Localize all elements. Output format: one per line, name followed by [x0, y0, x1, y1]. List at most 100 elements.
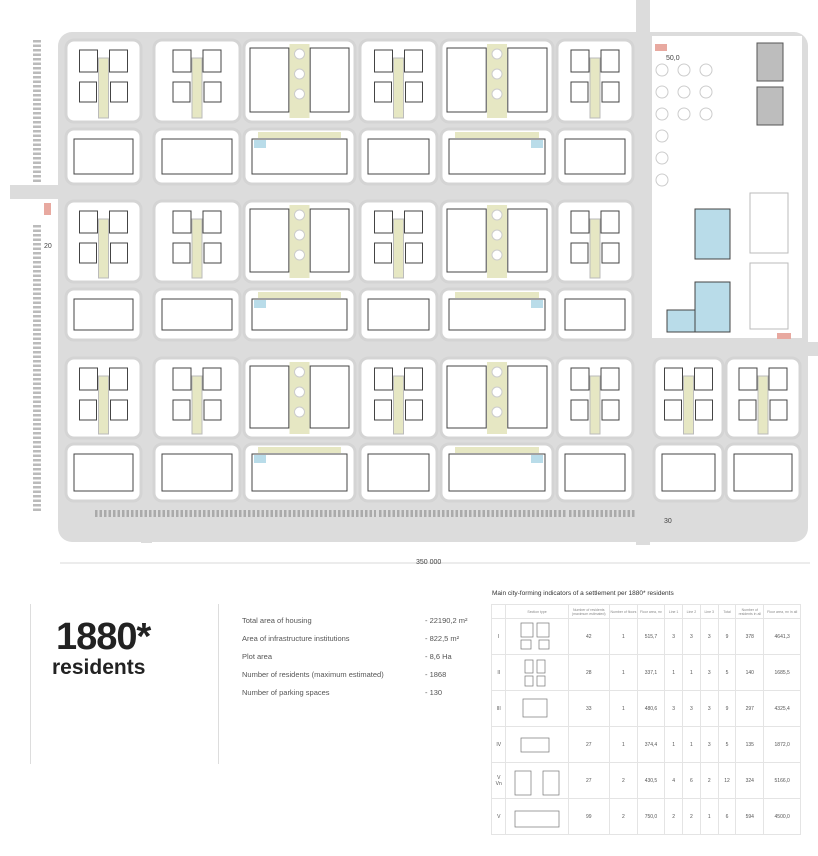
- tree: [294, 366, 305, 378]
- housing-block: [242, 442, 357, 503]
- parking-space: [545, 510, 548, 517]
- parking-space: [33, 80, 41, 83]
- residential-building: [110, 399, 128, 421]
- parking-space: [33, 121, 41, 124]
- tree: [655, 63, 669, 77]
- parking-space: [33, 58, 41, 61]
- parking-space: [158, 510, 161, 517]
- residential-building: [374, 210, 393, 234]
- cell-total: 9: [717, 690, 737, 727]
- parking-space: [33, 170, 41, 173]
- parking-space: [33, 454, 41, 457]
- parking-space: [113, 510, 116, 517]
- parking-space: [33, 71, 41, 74]
- parking-space: [33, 324, 41, 327]
- cell-area_all: 4325,4: [763, 690, 801, 727]
- parking-space: [383, 510, 386, 517]
- tree: [491, 366, 503, 378]
- residential-building: [367, 138, 430, 175]
- parking-space: [33, 234, 41, 237]
- school-building: [694, 208, 731, 260]
- parking-space: [104, 510, 107, 517]
- green-courtyard: [487, 362, 507, 434]
- parking-space: [33, 225, 41, 228]
- parking-space: [397, 510, 400, 517]
- housing-block: [152, 127, 242, 186]
- playground: [254, 300, 266, 308]
- tree: [491, 48, 503, 60]
- cell-res_all: 135: [735, 726, 765, 763]
- parking-space: [33, 40, 41, 43]
- parking-space: [176, 510, 179, 517]
- parking-space: [500, 510, 503, 517]
- residential-building: [600, 49, 620, 73]
- residential-building: [446, 365, 487, 429]
- table-title: Main city-forming indicators of a settle…: [492, 590, 674, 597]
- parking-space: [270, 510, 273, 517]
- parking-space: [261, 510, 264, 517]
- parking-space: [33, 468, 41, 471]
- parking-marker: [655, 44, 667, 51]
- cell-l1: 2: [663, 798, 684, 835]
- parking-space: [33, 499, 41, 502]
- parking-space: [33, 62, 41, 65]
- parking-space: [33, 76, 41, 79]
- parking-space: [95, 510, 98, 517]
- parking-space: [33, 256, 41, 259]
- sports-field: [749, 262, 789, 330]
- green-courtyard: [487, 205, 507, 278]
- residential-building: [203, 399, 222, 421]
- garage: [756, 42, 784, 82]
- housing-block: [439, 442, 555, 503]
- cell-area_all: 1872,0: [763, 726, 801, 763]
- parking-space: [140, 510, 143, 517]
- housing-block: [555, 287, 635, 342]
- parking-space: [464, 510, 467, 517]
- tree: [491, 386, 503, 398]
- parking-space: [33, 112, 41, 115]
- section-type-thumbnail: [505, 618, 569, 655]
- parking-space: [33, 400, 41, 403]
- parking-space: [153, 510, 156, 517]
- parking-space: [185, 510, 188, 517]
- green-courtyard: [289, 205, 310, 278]
- cell-floors: 2: [608, 798, 638, 835]
- parking-space: [33, 157, 41, 160]
- residential-building: [405, 81, 423, 103]
- parking-space: [33, 98, 41, 101]
- parking-space: [33, 351, 41, 354]
- parking-space: [33, 378, 41, 381]
- housing-block: [358, 287, 439, 342]
- parking-space: [437, 510, 440, 517]
- residential-building: [309, 365, 350, 429]
- residential-building: [110, 242, 128, 264]
- residential-building: [374, 49, 393, 73]
- parking-space: [33, 148, 41, 151]
- parking-space: [33, 116, 41, 119]
- green-strip: [258, 292, 341, 298]
- section-type-thumbnail: [505, 726, 569, 763]
- stat-label: Plot area: [242, 652, 273, 661]
- parking-space: [33, 85, 41, 88]
- parking-space: [33, 387, 41, 390]
- main-road-east: [630, 342, 818, 356]
- parking-space: [234, 510, 237, 517]
- tree: [294, 406, 305, 418]
- parking-space: [221, 510, 224, 517]
- parking-space: [297, 510, 300, 517]
- section-plan-icon: [524, 659, 546, 686]
- tree: [655, 173, 669, 187]
- tree: [491, 406, 503, 418]
- residential-building: [738, 367, 758, 391]
- residential-building: [507, 365, 548, 429]
- tree: [699, 63, 713, 77]
- housing-block: [64, 442, 143, 503]
- parking-space: [369, 510, 372, 517]
- residential-building: [570, 242, 589, 264]
- green-courtyard: [191, 218, 203, 279]
- stat-label: Area of infrastructure institutions: [242, 634, 350, 643]
- cell-l3: 3: [699, 726, 719, 763]
- residential-building: [172, 399, 191, 421]
- green-courtyard: [289, 362, 310, 434]
